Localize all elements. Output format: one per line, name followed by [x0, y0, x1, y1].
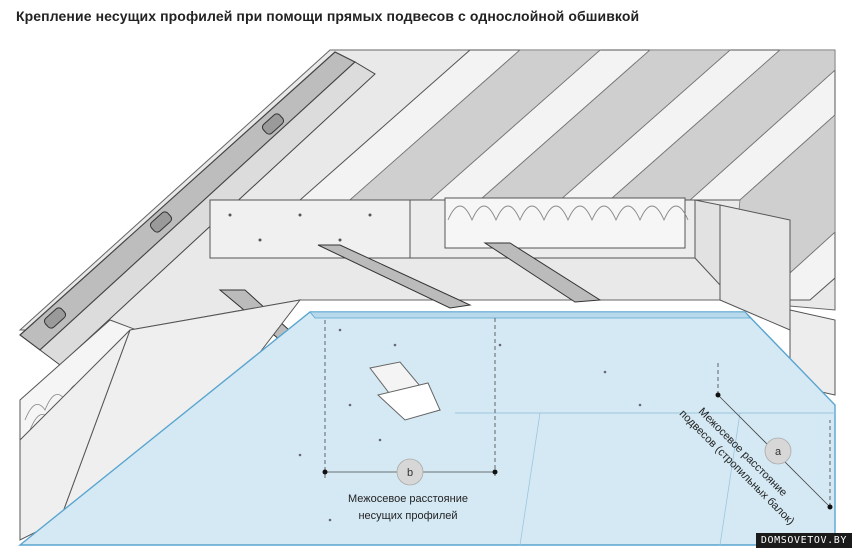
profiles-spacing-label-line1: Межосевое расстояние — [348, 493, 468, 505]
diagram-title: Крепление несущих профилей при помощи пр… — [16, 8, 640, 24]
batten-insulation — [444, 197, 689, 249]
marker-a-label: a — [775, 446, 782, 458]
marker-b: b — [396, 458, 424, 486]
plasterboard-sheathing — [18, 311, 836, 546]
roof-background — [18, 49, 836, 331]
roof-tiles — [19, 51, 376, 366]
watermark: DOMSOVETOV.BY — [755, 533, 852, 548]
marker-b-label: b — [407, 467, 413, 479]
marker-a: a — [764, 437, 792, 465]
profiles-spacing-label-line2: несущих профилей — [358, 510, 457, 522]
